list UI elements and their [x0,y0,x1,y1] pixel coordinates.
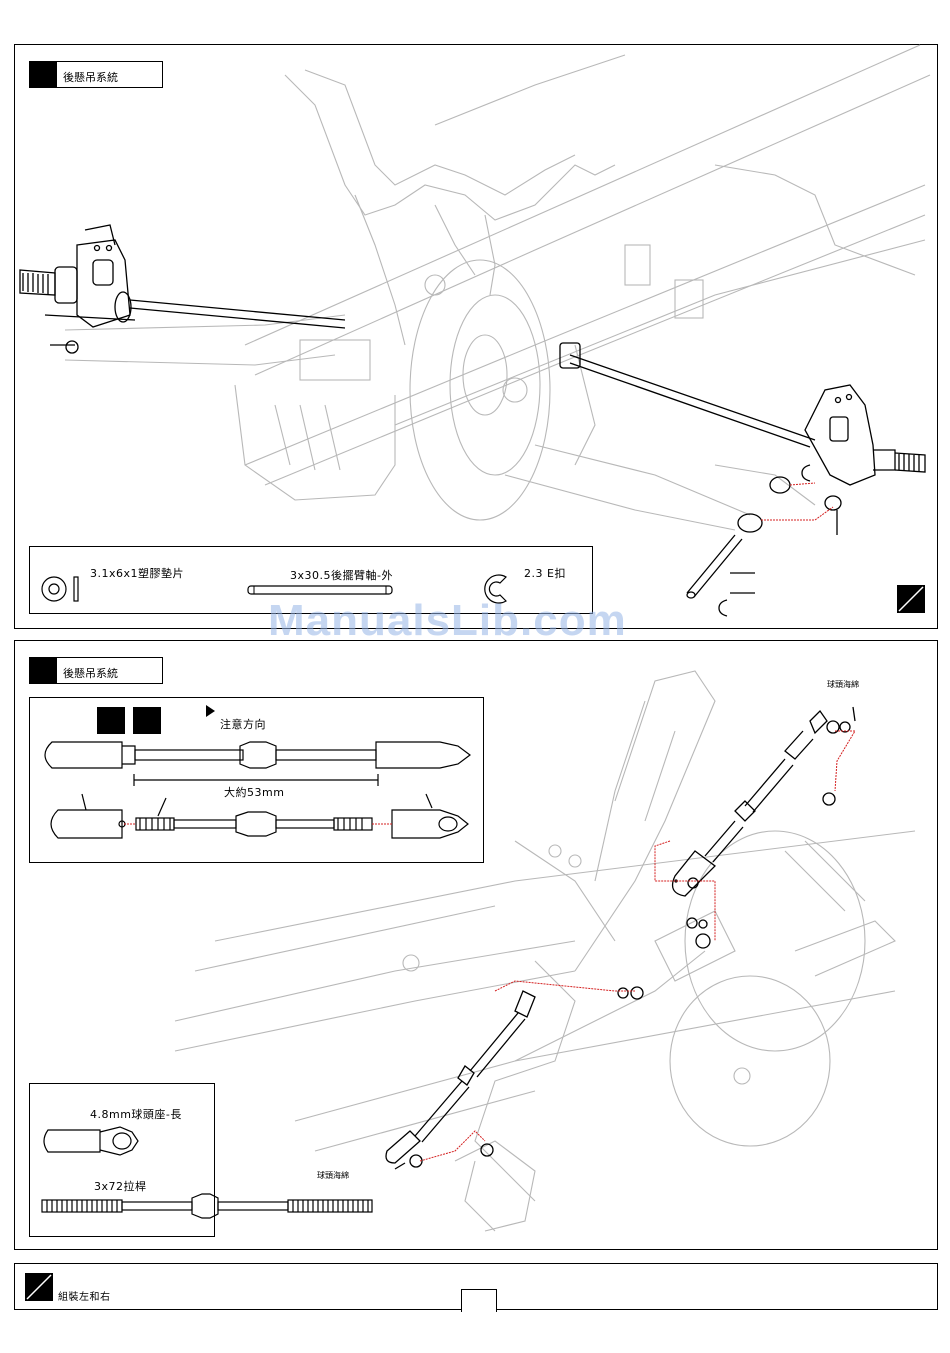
page-number-tab [461,1289,497,1312]
turnbuckle-detail-box: 注意方向 [29,697,484,863]
turnbuckle-assembly-drawing [30,698,485,864]
footer-note: 組裝左和右 [58,1288,111,1303]
watermark: ManualsLib.com [268,596,627,646]
ball-foam-callout-bottom: 球頭海綿 [317,1170,349,1181]
step1-panel: 後懸吊系統 [14,44,938,629]
step2-panel: 後懸吊系統 [14,640,938,1250]
e-clip-label: 2.3 E扣 [524,565,566,581]
turnbuckle-label: 3x72拉桿 [94,1178,147,1194]
left-right-mark-footer-icon [25,1273,53,1301]
ball-end-icon [40,1122,150,1158]
footer-panel: 組裝左和右 [14,1263,938,1310]
washer-label: 3.1x6x1塑膠墊片 [90,565,184,581]
step2-parts-legend: 4.8mm球頭座-長 3x72拉桿 [29,1083,215,1237]
rear-suspension-illustration [15,45,939,630]
ball-foam-callout-top: 球頭海綿 [827,679,859,690]
turnbuckle-icon [42,1194,382,1218]
length-note: 大約53mm [224,784,284,800]
ball-end-label: 4.8mm球頭座-長 [90,1106,182,1122]
left-right-mark-icon [897,585,925,613]
shaft-pin-label: 3x30.5後擺臂軸-外 [290,567,393,583]
